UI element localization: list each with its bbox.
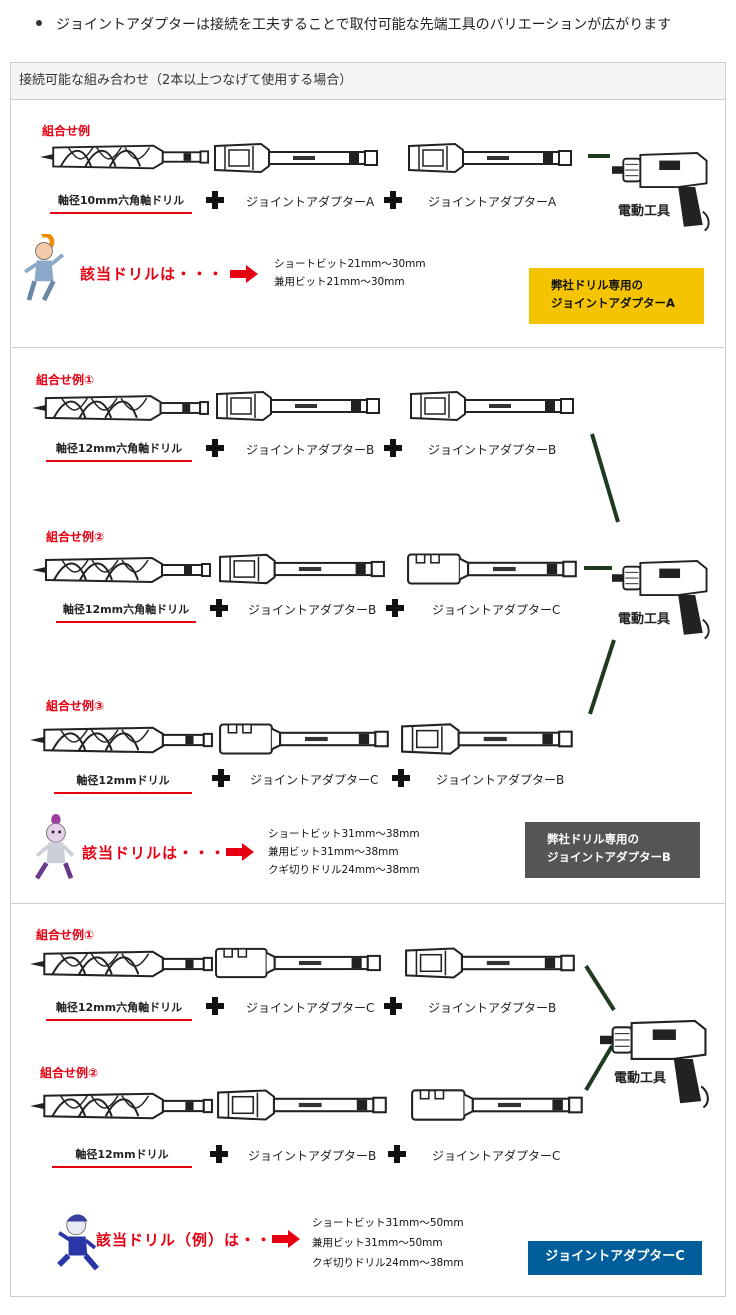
adapter-b-icon [218,548,390,590]
badge-line1: 弊社ドリル専用の [547,832,639,846]
power-drill-icon [612,142,716,234]
section-b-ex2-adapter2: ジョイントアダプターC [432,603,561,617]
plus-icon [210,1145,228,1163]
section-c-ex2-drill: 軸径12mmドリル [52,1146,192,1168]
plus-icon [388,1145,406,1163]
section-a-badge: 弊社ドリル専用の ジョイントアダプターA [529,268,704,324]
plus-icon [392,769,410,787]
section-c-spec-2: 兼用ビット31mm〜50mm [312,1237,443,1249]
connector-line [584,566,612,570]
section-b-ex3-adapter2: ジョイントアダプターB [436,773,565,787]
power-drill-icon [600,1012,716,1108]
plus-icon [384,191,402,209]
adapter-b-icon [406,386,582,426]
auger-drill-icon [30,1084,214,1128]
badge-line1: 弊社ドリル専用の [551,278,643,292]
section-c-spec-1: ショートビット31mm〜50mm [312,1217,464,1229]
mascot-icon [24,234,65,302]
section-a-example-label: 組合せ例 [42,124,91,138]
adapter-a-icon [406,138,578,178]
section-c-ex1-adapter2: ジョイントアダプターB [428,1001,557,1015]
section-b-ex3-drill: 軸径12mmドリル [54,772,192,794]
section-b-ex1-drill: 軸径12mm六角軸ドリル [46,440,192,462]
power-drill-icon [612,550,716,642]
plus-icon [384,439,402,457]
section-b-ex2-label: 組合せ例② [46,530,105,544]
section-b-applies-label: 該当ドリルは・・・ [82,844,227,862]
section-c-ex1-adapter1: ジョイントアダプターC [246,1001,375,1015]
section-b-spec-3: クギ切りドリル24mm〜38mm [268,864,420,876]
section-b-ex1-label: 組合せ例① [36,373,95,387]
section-b-badge: 弊社ドリル専用の ジョイントアダプターB [525,822,700,878]
section-c-badge: ジョイントアダプターC [528,1241,702,1275]
intro-bullet-text: ジョイントアダプターは接続を工夫することで取付可能な先端工具のバリエーションが広… [56,17,672,33]
connector-lines [584,964,616,1092]
power-tool-label: 電動工具 [618,204,671,219]
section-a-adapter2-name: ジョイントアダプターA [428,195,557,209]
mascot-icon [34,814,75,880]
adapter-b-icon [216,1084,392,1126]
badge-line2: ジョイントアダプターB [547,850,671,864]
section-c-ex1-label: 組合せ例① [36,928,95,942]
section-c-ex2-adapter1: ジョイントアダプターB [248,1149,377,1163]
plus-icon [384,997,402,1015]
section-c-ex1-drill: 軸径12mm六角軸ドリル [46,999,192,1021]
adapter-b-icon [214,386,386,426]
section-a-adapter1-name: ジョイントアダプターA [246,195,375,209]
section-a-drill-name: 軸径10mm六角軸ドリル [50,192,192,214]
section-c-spec-3: クギ切りドリル24mm〜38mm [312,1257,464,1269]
intro-bullet: ジョイントアダプターは接続を工夫することで取付可能な先端工具のバリエーションが広… [36,14,671,34]
plus-icon [210,599,228,617]
bullet-dot-icon [36,20,42,26]
adapter-c-icon [406,548,582,590]
adapter-a-icon [212,138,384,178]
auger-drill-icon [32,388,210,428]
plus-icon [206,439,224,457]
connector-line [588,154,610,158]
power-tool-label: 電動工具 [614,1071,667,1086]
adapter-c-icon [214,942,386,984]
connector-lines [588,433,620,715]
plus-icon [212,769,230,787]
section-a-spec-1: ショートビット21mm〜30mm [274,258,426,270]
auger-drill-icon [30,718,214,762]
section-b-spec-1: ショートビット31mm〜38mm [268,828,420,840]
section-b-panel [10,347,726,904]
panel-header: 接続可能な組み合わせ（2本以上つなげて使用する場合） [10,62,726,99]
section-c-ex2-adapter2: ジョイントアダプターC [432,1149,561,1163]
section-b-ex1-adapter1: ジョイントアダプターB [246,443,375,457]
section-a-spec-2: 兼用ビット21mm〜30mm [274,276,405,288]
adapter-c-icon [410,1084,588,1126]
red-arrow-icon [230,265,258,283]
plus-icon [206,997,224,1015]
red-arrow-icon [226,843,254,861]
adapter-b-icon [404,942,580,984]
section-b-ex3-adapter1: ジョイントアダプターC [250,773,379,787]
auger-drill-icon [40,138,210,176]
mascot-icon [57,1214,100,1271]
section-c-applies-label: 該当ドリル（例）は・・ [96,1231,273,1249]
power-tool-label: 電動工具 [618,612,671,627]
section-b-ex1-adapter2: ジョイントアダプターB [428,443,557,457]
adapter-b-icon [400,718,578,760]
section-c-ex2-label: 組合せ例② [40,1066,99,1080]
red-arrow-icon [272,1230,300,1248]
section-b-ex2-drill: 軸径12mm六角軸ドリル [56,601,196,623]
section-a-applies-label: 該当ドリルは・・・ [80,265,225,283]
auger-drill-icon [30,942,214,986]
plus-icon [206,191,224,209]
plus-icon [386,599,404,617]
section-b-ex3-label: 組合せ例③ [46,699,105,713]
section-b-spec-2: 兼用ビット31mm〜38mm [268,846,399,858]
badge-line2: ジョイントアダプターA [551,296,675,310]
adapter-c-icon [218,718,394,760]
section-b-ex2-adapter1: ジョイントアダプターB [248,603,377,617]
auger-drill-icon [32,548,212,592]
